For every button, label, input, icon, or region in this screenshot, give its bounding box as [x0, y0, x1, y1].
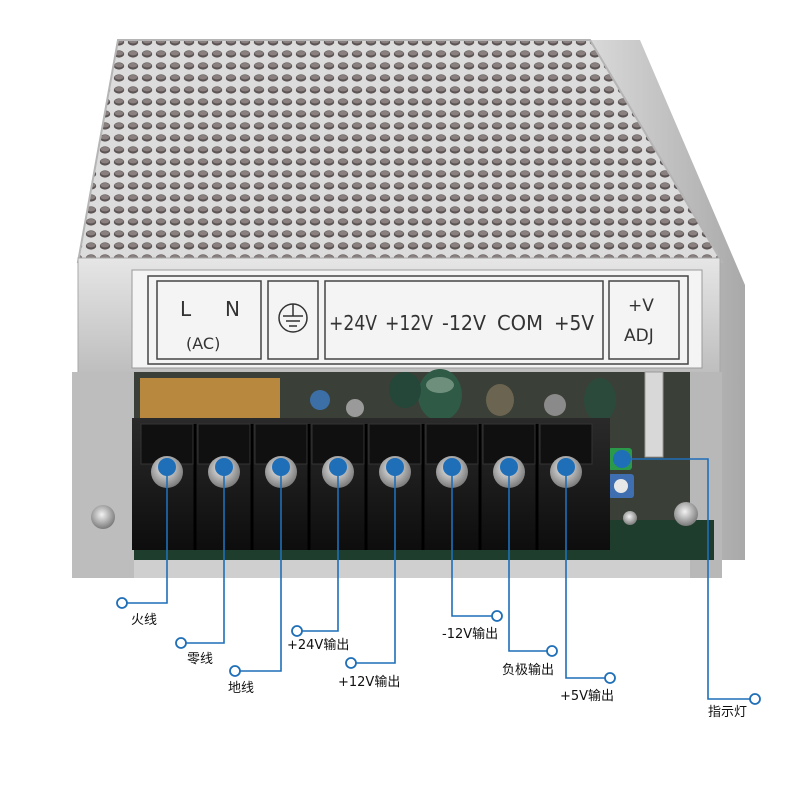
terminal-slot: [368, 423, 422, 465]
callout-label-out-com: 负极输出: [502, 663, 555, 678]
heatsink: [644, 371, 664, 458]
callout-leader: [122, 467, 168, 604]
callout-leader: [622, 458, 755, 700]
case-top-mesh: [76, 39, 724, 263]
panel-label-ac: (AC): [186, 334, 220, 353]
case-side-panel: [590, 40, 745, 560]
callout-end-dot: [604, 672, 616, 684]
panel-label-24v: +24V: [329, 311, 377, 335]
callout-label-out-12v: +12V输出: [338, 675, 401, 690]
panel-label-adj-top: +V: [628, 296, 654, 316]
callout-leader: [235, 467, 282, 672]
label-panel-inner: [147, 275, 689, 365]
callout-leader: [451, 467, 497, 617]
callout-label-neutral: 零线: [187, 652, 214, 667]
case-left-tab: [72, 372, 134, 578]
indicator-dot: [613, 450, 631, 468]
callout-label-ground: 地线: [228, 681, 255, 696]
callout-end-dot: [749, 693, 761, 705]
callout-end-dot: [116, 597, 128, 609]
callout-label-indicator: 指示灯: [708, 705, 748, 720]
callout-end-dot: [345, 657, 357, 669]
panel-label-12v: +12V: [385, 311, 433, 335]
callout-leader: [565, 467, 610, 679]
callout-leader: [297, 467, 339, 632]
callout-end-dot: [546, 645, 558, 657]
callout-end-dot: [229, 665, 241, 677]
panel-label-com: COM: [497, 311, 543, 335]
panel-label-5v: +5V: [554, 311, 594, 335]
callout-leader: [181, 467, 225, 644]
capacitors: [310, 369, 616, 422]
output-labels: +24V +12V -12V COM +5V: [329, 311, 594, 335]
panel-label-neg12v: -12V: [442, 311, 486, 335]
callout-label-out-24v: +24V输出: [287, 638, 350, 653]
outputs-box: [324, 280, 604, 360]
callout-lines: [116, 450, 761, 705]
callout-label-live: 火线: [131, 613, 158, 628]
panel-label-adj-bottom: ADJ: [624, 326, 654, 346]
yellow-component: [140, 378, 280, 422]
adj-box: [608, 280, 680, 360]
panel-label-l: L: [180, 297, 192, 321]
label-panel: [131, 269, 703, 369]
callout-label-out-5v: +5V输出: [560, 689, 615, 704]
panel-label-n: N: [225, 297, 240, 321]
ground-box: [267, 280, 319, 360]
ground-symbol-icon: [278, 303, 308, 333]
callout-leader: [351, 467, 396, 664]
callout-label-out-neg12v: -12V输出: [442, 627, 499, 642]
ac-box: [156, 280, 262, 360]
callout-end-dot: [491, 610, 503, 622]
callout-end-dot: [291, 625, 303, 637]
callout-end-dot: [175, 637, 187, 649]
callout-leader: [508, 467, 552, 652]
terminal-block: [132, 418, 610, 550]
